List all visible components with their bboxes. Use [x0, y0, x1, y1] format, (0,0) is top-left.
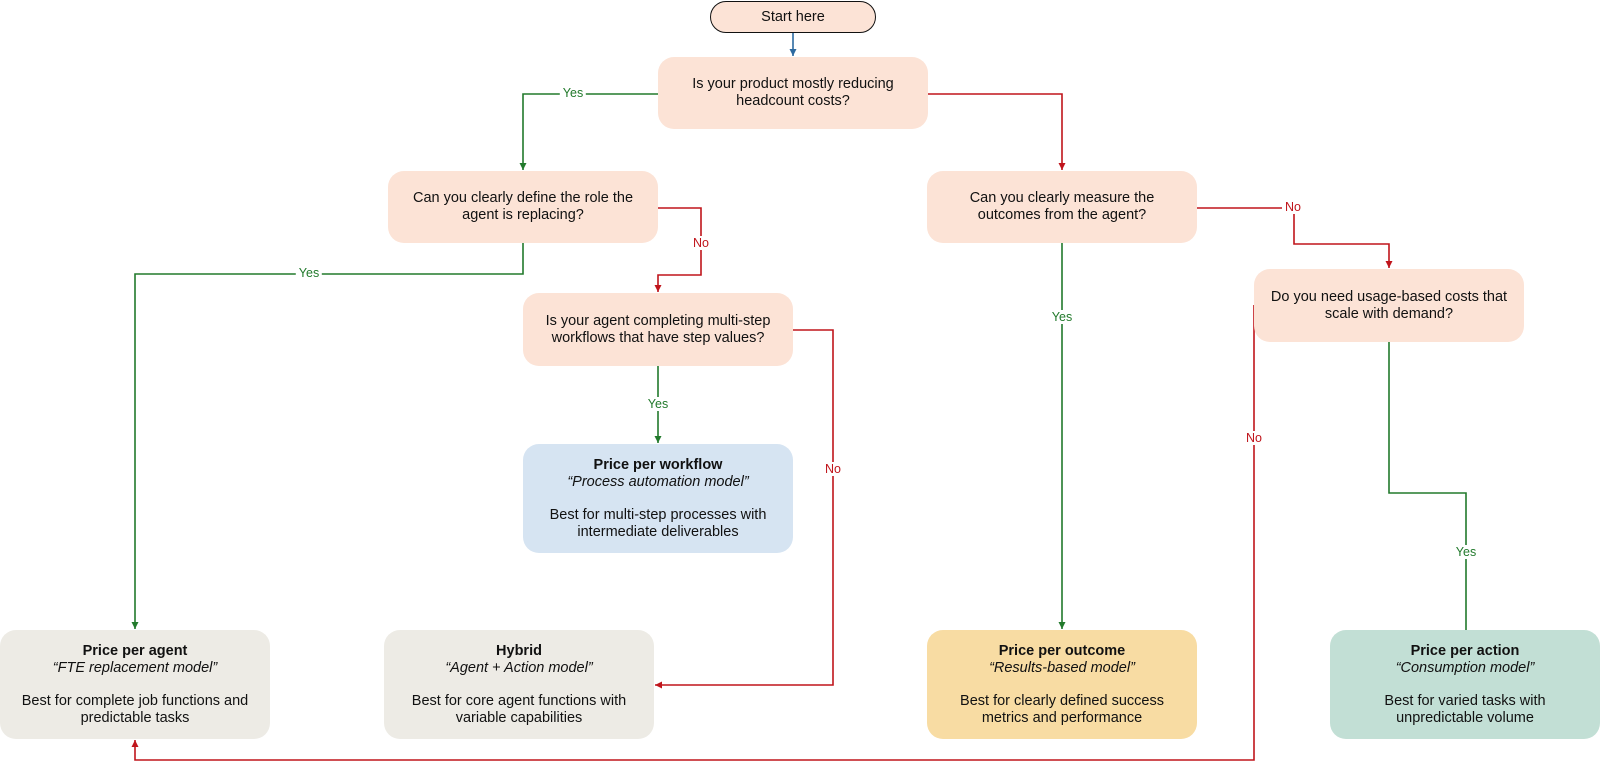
- result-action-desc: Best for varied tasks with unpredictable…: [1384, 692, 1546, 726]
- edge-start-to-headcount-arrowhead: [789, 49, 797, 56]
- result-hybrid-desc: Best for core agent functions with varia…: [411, 692, 627, 726]
- edge-headcount-no: [928, 93, 1066, 170]
- edge-headcount-yes-line: [522, 93, 658, 170]
- edge-measure-yes-arrowhead: [1058, 622, 1066, 629]
- edge-headcount-no-arrowhead: [1058, 163, 1066, 170]
- edge-label-measure-yes: Yes: [1048, 310, 1076, 324]
- result-agent-title: Price per agent: [82, 642, 188, 659]
- result-hybrid-subtitle: “Agent + Action model”: [445, 659, 593, 676]
- start-node: Start here: [710, 1, 876, 33]
- edge-usage-no-line: [134, 305, 1255, 761]
- question-workflow-text: Is your agent completing multi-step work…: [545, 312, 771, 346]
- question-headcount: Is your product mostly reducing headcoun…: [658, 57, 928, 129]
- question-usage: Do you need usage-based costs that scale…: [1254, 269, 1524, 342]
- edge-workflow-no-line: [655, 329, 834, 686]
- result-outcome-title: Price per outcome: [998, 642, 1126, 659]
- question-usage-text: Do you need usage-based costs that scale…: [1270, 288, 1508, 322]
- question-measure: Can you clearly measure the outcomes fro…: [927, 171, 1197, 243]
- edge-usage-no: [131, 305, 1255, 761]
- edge-label-role-no: No: [690, 236, 712, 250]
- edge-headcount-yes-arrowhead: [519, 163, 527, 170]
- edge-workflow-no: [655, 329, 834, 689]
- edge-label-headcount-yes: Yes: [559, 86, 587, 100]
- edge-role-no: [654, 207, 702, 292]
- result-action-subtitle: “Consumption model”: [1395, 659, 1535, 676]
- result-price-per-outcome: Price per outcome “Results-based model” …: [927, 630, 1197, 739]
- edge-label-usage-yes: Yes: [1452, 545, 1480, 559]
- edge-workflow-yes-arrowhead: [654, 436, 662, 443]
- result-action-title: Price per action: [1410, 642, 1520, 659]
- result-workflow-title: Price per workflow: [593, 456, 723, 473]
- question-role-text: Can you clearly define the role the agen…: [412, 190, 634, 223]
- edge-label-usage-no: No: [1243, 431, 1265, 445]
- result-agent-desc: Best for complete job functions and pred…: [21, 692, 249, 726]
- edge-workflow-no-arrowhead: [655, 681, 662, 689]
- question-measure-text: Can you clearly measure the outcomes fro…: [969, 190, 1155, 223]
- question-workflow: Is your agent completing multi-step work…: [523, 293, 793, 366]
- result-workflow-subtitle: “Process automation model”: [567, 473, 749, 490]
- result-workflow-desc: Best for multi-step processes with inter…: [549, 506, 767, 540]
- result-price-per-action: Price per action “Consumption model” Bes…: [1330, 630, 1600, 739]
- result-outcome-desc: Best for clearly defined success metrics…: [960, 692, 1164, 726]
- edge-role-no-line: [657, 207, 702, 292]
- edge-role-yes-arrowhead: [131, 622, 139, 629]
- edge-headcount-no-line: [928, 93, 1063, 170]
- question-role: Can you clearly define the role the agen…: [388, 171, 658, 243]
- result-hybrid: Hybrid “Agent + Action model” Best for c…: [384, 630, 654, 739]
- edge-measure-yes: [1058, 243, 1066, 629]
- edge-start-to-headcount: [789, 33, 797, 56]
- edge-role-no-arrowhead: [654, 285, 662, 292]
- edge-label-workflow-no: No: [822, 462, 844, 476]
- question-headcount-text: Is your product mostly reducing headcoun…: [692, 76, 894, 109]
- edge-role-yes: [131, 243, 524, 629]
- edge-headcount-yes: [519, 93, 658, 170]
- result-agent-subtitle: “FTE replacement model”: [52, 659, 218, 676]
- edge-usage-no-arrowhead: [131, 740, 139, 747]
- start-label: Start here: [761, 8, 825, 25]
- result-outcome-subtitle: “Results-based model”: [989, 659, 1135, 676]
- edge-measure-no-arrowhead: [1385, 261, 1393, 268]
- edge-usage-yes-line: [1388, 342, 1467, 630]
- edge-label-role-yes: Yes: [295, 266, 323, 280]
- edge-label-workflow-yes: Yes: [644, 397, 672, 411]
- edge-usage-yes: [1388, 342, 1467, 630]
- edge-label-measure-no: No: [1282, 200, 1304, 214]
- edge-measure-no-line: [1197, 207, 1390, 268]
- result-price-per-workflow: Price per workflow “Process automation m…: [523, 444, 793, 553]
- edge-role-yes-line: [134, 243, 524, 629]
- result-hybrid-title: Hybrid: [496, 642, 542, 659]
- result-price-per-agent: Price per agent “FTE replacement model” …: [0, 630, 270, 739]
- edge-measure-no: [1197, 207, 1393, 268]
